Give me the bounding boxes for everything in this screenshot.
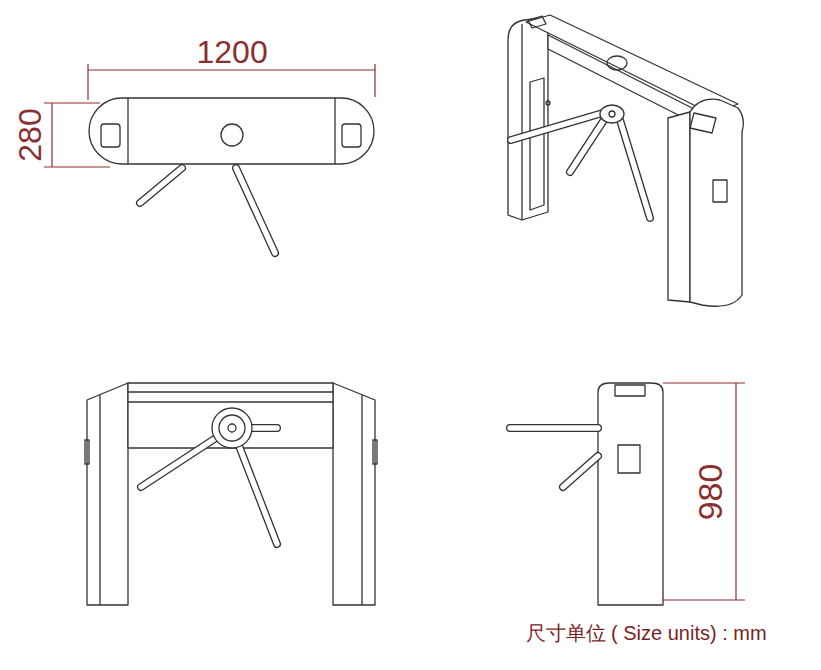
dimension-depth: 280 bbox=[13, 108, 45, 161]
dimension-height: 980 bbox=[693, 464, 727, 521]
dimension-width: 1200 bbox=[197, 36, 268, 68]
units-note: 尺寸单位 ( Size units) : mm bbox=[526, 623, 767, 643]
